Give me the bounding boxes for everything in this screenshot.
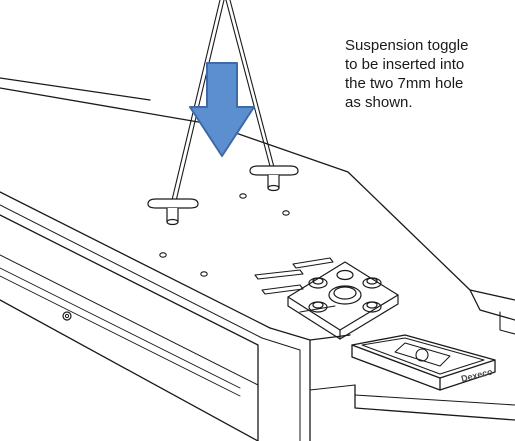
suspension-toggle-icon	[147, 165, 299, 226]
instruction-callout: Suspension toggle to be inserted into th…	[345, 36, 515, 112]
callout-line: Suspension toggle	[345, 37, 469, 54]
down-arrow-icon	[189, 62, 255, 157]
brand-logo: Dexeco	[460, 366, 494, 384]
luminaire-housing	[0, 77, 515, 441]
svg-text:Dexeco: Dexeco	[460, 366, 494, 384]
mounting-holes	[159, 193, 290, 277]
end-tray	[351, 334, 496, 391]
cable-slots	[254, 257, 336, 313]
callout-line: as shown.	[345, 94, 413, 111]
callout-line: to be inserted into	[345, 56, 465, 73]
suspension-wires	[171, 0, 276, 202]
callout-line: the two 7mm hole	[345, 75, 464, 92]
connector-block	[287, 261, 399, 340]
